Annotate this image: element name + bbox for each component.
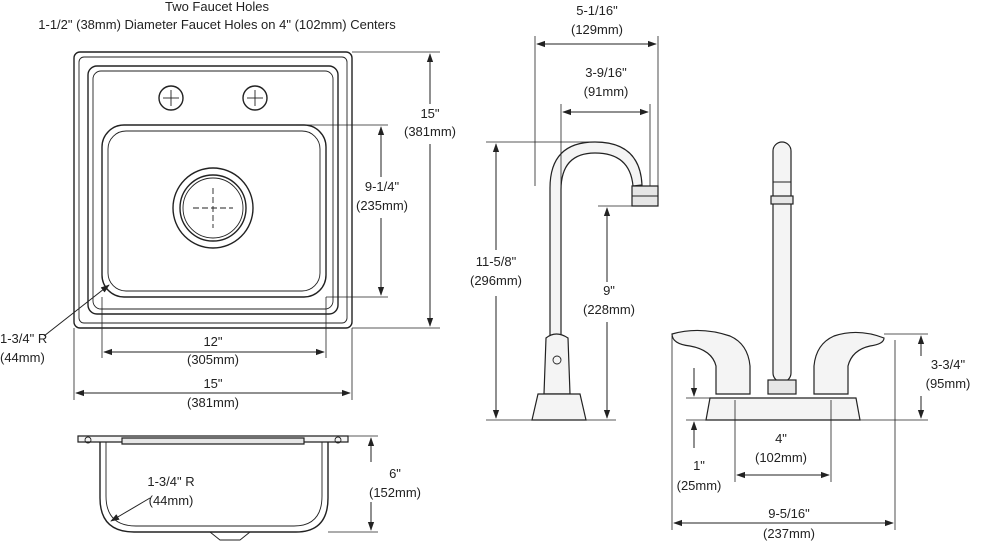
faucet-height-mm: (296mm) [470, 273, 522, 288]
bowl-width-mm: (305mm) [187, 352, 239, 367]
centers-in: 4" [775, 431, 787, 446]
dim-sink-height: 15" (381mm) [352, 51, 456, 329]
dim-bowl-width: 12" (305mm) [101, 297, 327, 367]
sink-width-mm: (381mm) [187, 395, 239, 410]
bowl-width-in: 12" [203, 334, 222, 349]
dim-sink-width: 15" (381mm) [73, 328, 353, 410]
spout-mm: (91mm) [584, 84, 629, 99]
sink-height-in: 15" [420, 106, 439, 121]
faucet-width-mm: (237mm) [763, 526, 815, 541]
sink-depth-in: 6" [389, 466, 401, 481]
dim-deck: 1" (25mm) [677, 368, 722, 493]
corner-radius-mm: (44mm) [0, 350, 45, 365]
dim-bowl-height: 9-1/4" (235mm) [296, 124, 408, 298]
dim-faucet-reach: 5-1/16" (129mm) [534, 3, 659, 186]
dim-corner-radius: 1-3/4" R (44mm) [0, 284, 110, 365]
section-radius-in: 1-3/4" R [147, 474, 194, 489]
handle-height-in: 3-3/4" [931, 357, 966, 372]
faucet-reach-in: 5-1/16" [576, 3, 618, 18]
header-title: Two Faucet Holes [165, 0, 270, 14]
dim-faucet-width: 9-5/16" (237mm) [671, 336, 896, 541]
faucet-height-in: 11-5/8" [476, 254, 517, 269]
spout-in: 3-9/16" [585, 65, 627, 80]
faucet-width-in: 9-5/16" [768, 506, 810, 521]
faucet-side-view [531, 141, 659, 421]
clearance-in: 9" [603, 283, 615, 298]
dim-handle-height: 3-3/4" (95mm) [860, 333, 971, 421]
corner-radius-in: 1-3/4" R [0, 331, 47, 346]
sink-height-mm: (381mm) [404, 124, 456, 139]
dim-faucet-height: 11-5/8" (296mm) [470, 141, 595, 421]
bowl-height-in: 9-1/4" [365, 179, 400, 194]
clearance-mm: (228mm) [583, 302, 635, 317]
dim-spout: 3-9/16" (91mm) [560, 65, 651, 190]
dim-sink-depth: 6" (152mm) [328, 435, 421, 533]
drain-icon [172, 167, 254, 249]
bowl-height-mm: (235mm) [356, 198, 408, 213]
sink-depth-mm: (152mm) [369, 485, 421, 500]
sink-width-in: 15" [203, 376, 222, 391]
faucet-reach-mm: (129mm) [571, 22, 623, 37]
header-subtitle: 1-1/2" (38mm) Diameter Faucet Holes on 4… [38, 17, 396, 32]
dim-centers: 4" (102mm) [734, 400, 832, 482]
section-radius-mm: (44mm) [149, 493, 194, 508]
deck-in: 1" [693, 458, 705, 473]
sink-section-view [77, 435, 349, 541]
sink-top-view [73, 51, 353, 329]
dim-spout-clearance: 9" (228mm) [583, 205, 640, 421]
faucet-front-view [671, 141, 885, 421]
dim-section-radius: 1-3/4" R (44mm) [110, 474, 195, 522]
handle-height-mm: (95mm) [926, 376, 971, 391]
deck-mm: (25mm) [677, 478, 722, 493]
faucet-hole-icon [158, 85, 184, 111]
centers-mm: (102mm) [755, 450, 807, 465]
faucet-hole-icon [242, 85, 268, 111]
